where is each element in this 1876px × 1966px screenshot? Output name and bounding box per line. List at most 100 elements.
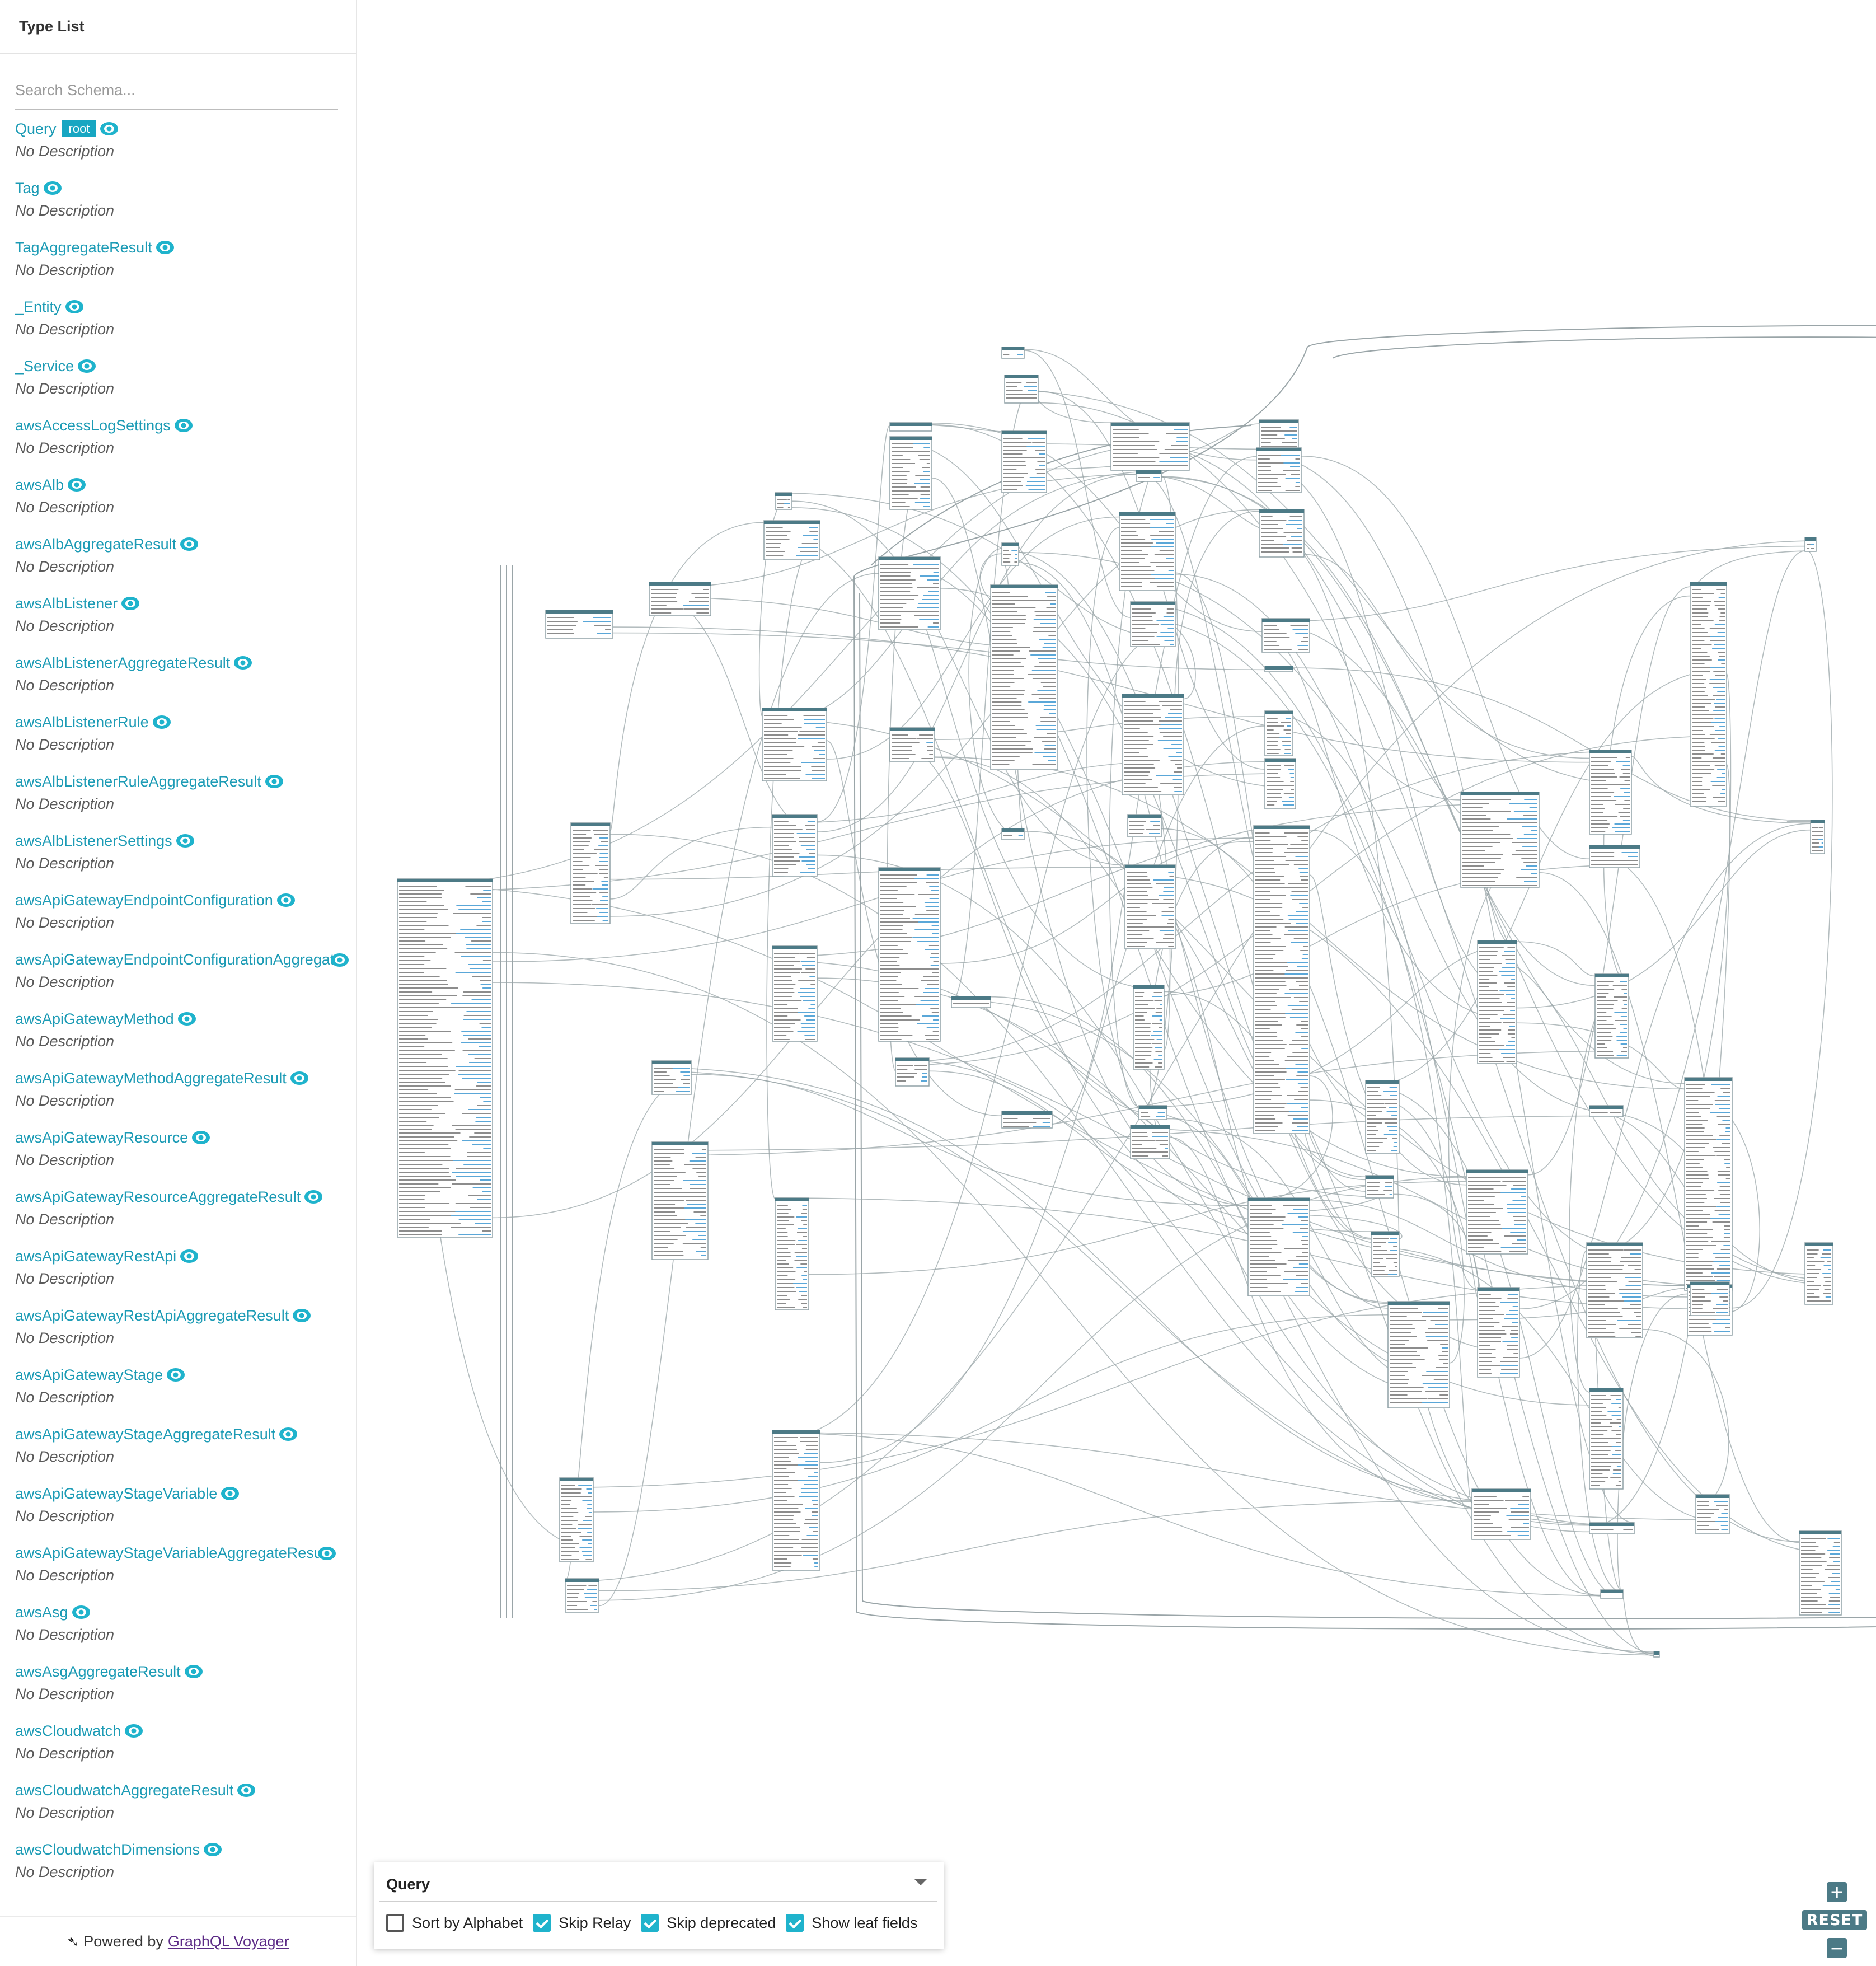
- eye-icon[interactable]: [191, 1130, 210, 1145]
- skip-relay-checkbox[interactable]: [533, 1914, 551, 1932]
- type-node[interactable]: [1264, 666, 1293, 672]
- type-node[interactable]: [1136, 470, 1162, 482]
- type-node[interactable]: [1001, 430, 1047, 493]
- type-name-link[interactable]: awsAlbListenerSettings: [15, 832, 172, 849]
- type-node[interactable]: [1133, 985, 1165, 1070]
- type-node[interactable]: [1653, 1651, 1660, 1658]
- type-name-link[interactable]: awsCloudwatchDimensions: [15, 1841, 200, 1858]
- type-name-link[interactable]: awsAlbListenerRule: [15, 714, 149, 731]
- eye-icon[interactable]: [304, 1190, 323, 1204]
- eye-icon[interactable]: [290, 1071, 309, 1085]
- type-node[interactable]: [772, 945, 818, 1042]
- eye-icon[interactable]: [156, 240, 175, 255]
- eye-icon[interactable]: [237, 1783, 256, 1798]
- type-node[interactable]: [1589, 1105, 1624, 1117]
- type-node[interactable]: [1119, 512, 1176, 591]
- type-name-link[interactable]: _Service: [15, 358, 74, 375]
- zoom-in-button[interactable]: +: [1827, 1882, 1847, 1902]
- type-node[interactable]: [1460, 792, 1540, 888]
- type-node[interactable]: [889, 422, 932, 432]
- type-node[interactable]: [889, 727, 935, 762]
- eye-icon[interactable]: [330, 953, 349, 967]
- eye-icon[interactable]: [221, 1486, 240, 1501]
- type-node[interactable]: [1256, 447, 1302, 493]
- type-node[interactable]: [1127, 814, 1162, 837]
- type-node[interactable]: [559, 1477, 594, 1562]
- eye-icon[interactable]: [72, 1605, 91, 1619]
- eye-icon[interactable]: [166, 1368, 185, 1382]
- type-name-link[interactable]: Tag: [15, 180, 40, 196]
- type-node[interactable]: [1690, 1281, 1730, 1316]
- eye-icon[interactable]: [67, 478, 86, 492]
- root-type-select[interactable]: Query: [379, 1868, 937, 1902]
- type-node[interactable]: [1130, 601, 1176, 647]
- sort-by-alphabet-checkbox[interactable]: [386, 1914, 404, 1932]
- type-node[interactable]: [570, 822, 611, 924]
- type-node[interactable]: [545, 610, 613, 639]
- graph-canvas[interactable]: [356, 0, 1876, 1966]
- type-name-link[interactable]: awsApiGatewayResource: [15, 1129, 189, 1146]
- type-node[interactable]: [1600, 1589, 1624, 1599]
- type-node[interactable]: [1261, 618, 1310, 653]
- graphql-voyager-link[interactable]: GraphQL Voyager: [167, 1932, 289, 1950]
- type-node[interactable]: [1477, 940, 1517, 1064]
- type-node[interactable]: [772, 814, 818, 877]
- type-node[interactable]: [649, 582, 711, 616]
- eye-icon[interactable]: [100, 121, 119, 136]
- show-leaf-fields-checkbox[interactable]: [786, 1914, 804, 1932]
- type-node[interactable]: [1466, 1169, 1528, 1255]
- type-node[interactable]: [1004, 375, 1039, 404]
- eye-icon[interactable]: [174, 418, 193, 433]
- type-node[interactable]: [889, 436, 932, 510]
- zoom-out-button[interactable]: −: [1827, 1938, 1847, 1958]
- type-node[interactable]: [951, 996, 991, 1008]
- eye-icon[interactable]: [121, 596, 140, 611]
- type-node[interactable]: [1122, 694, 1184, 795]
- eye-icon[interactable]: [43, 181, 62, 195]
- type-name-link[interactable]: awsAsgAggregateResult: [15, 1663, 181, 1680]
- type-name-link[interactable]: awsCloudwatch: [15, 1722, 121, 1739]
- eye-icon[interactable]: [124, 1724, 143, 1738]
- eye-icon[interactable]: [265, 774, 284, 789]
- eye-icon[interactable]: [276, 893, 296, 907]
- type-name-link[interactable]: awsApiGatewayStageVariable: [15, 1485, 218, 1502]
- search-schema-input[interactable]: [15, 76, 338, 110]
- type-name-link[interactable]: awsApiGatewayStageVariableAggregateResul…: [15, 1544, 330, 1561]
- type-node[interactable]: [1264, 710, 1293, 756]
- type-name-link[interactable]: awsApiGatewayRestApi: [15, 1248, 177, 1265]
- type-node[interactable]: [397, 878, 493, 1238]
- type-node[interactable]: [1259, 509, 1305, 558]
- type-name-link[interactable]: awsAsg: [15, 1604, 68, 1621]
- type-name-link[interactable]: awsApiGatewayRestApiAggregateResult: [15, 1307, 289, 1324]
- type-node[interactable]: [1253, 825, 1310, 1134]
- type-node[interactable]: [651, 1060, 692, 1095]
- type-name-link[interactable]: awsAlbListenerRuleAggregateResult: [15, 773, 261, 790]
- type-name-link[interactable]: awsCloudwatchAggregateResult: [15, 1782, 234, 1799]
- type-node[interactable]: [878, 867, 941, 1042]
- type-node[interactable]: [1001, 1111, 1053, 1129]
- type-name-link[interactable]: TagAggregateResult: [15, 239, 152, 256]
- type-node[interactable]: [1589, 845, 1640, 868]
- type-node[interactable]: [1365, 1080, 1400, 1154]
- type-node[interactable]: [1471, 1488, 1531, 1540]
- type-node[interactable]: [1477, 1287, 1520, 1378]
- type-node[interactable]: [1804, 537, 1817, 552]
- type-node[interactable]: [1684, 1077, 1733, 1291]
- type-node[interactable]: [1247, 1197, 1310, 1296]
- type-name-link[interactable]: awsAlbAggregateResult: [15, 536, 177, 553]
- eye-icon[interactable]: [180, 1249, 199, 1263]
- type-name-link[interactable]: awsApiGatewayMethod: [15, 1010, 174, 1027]
